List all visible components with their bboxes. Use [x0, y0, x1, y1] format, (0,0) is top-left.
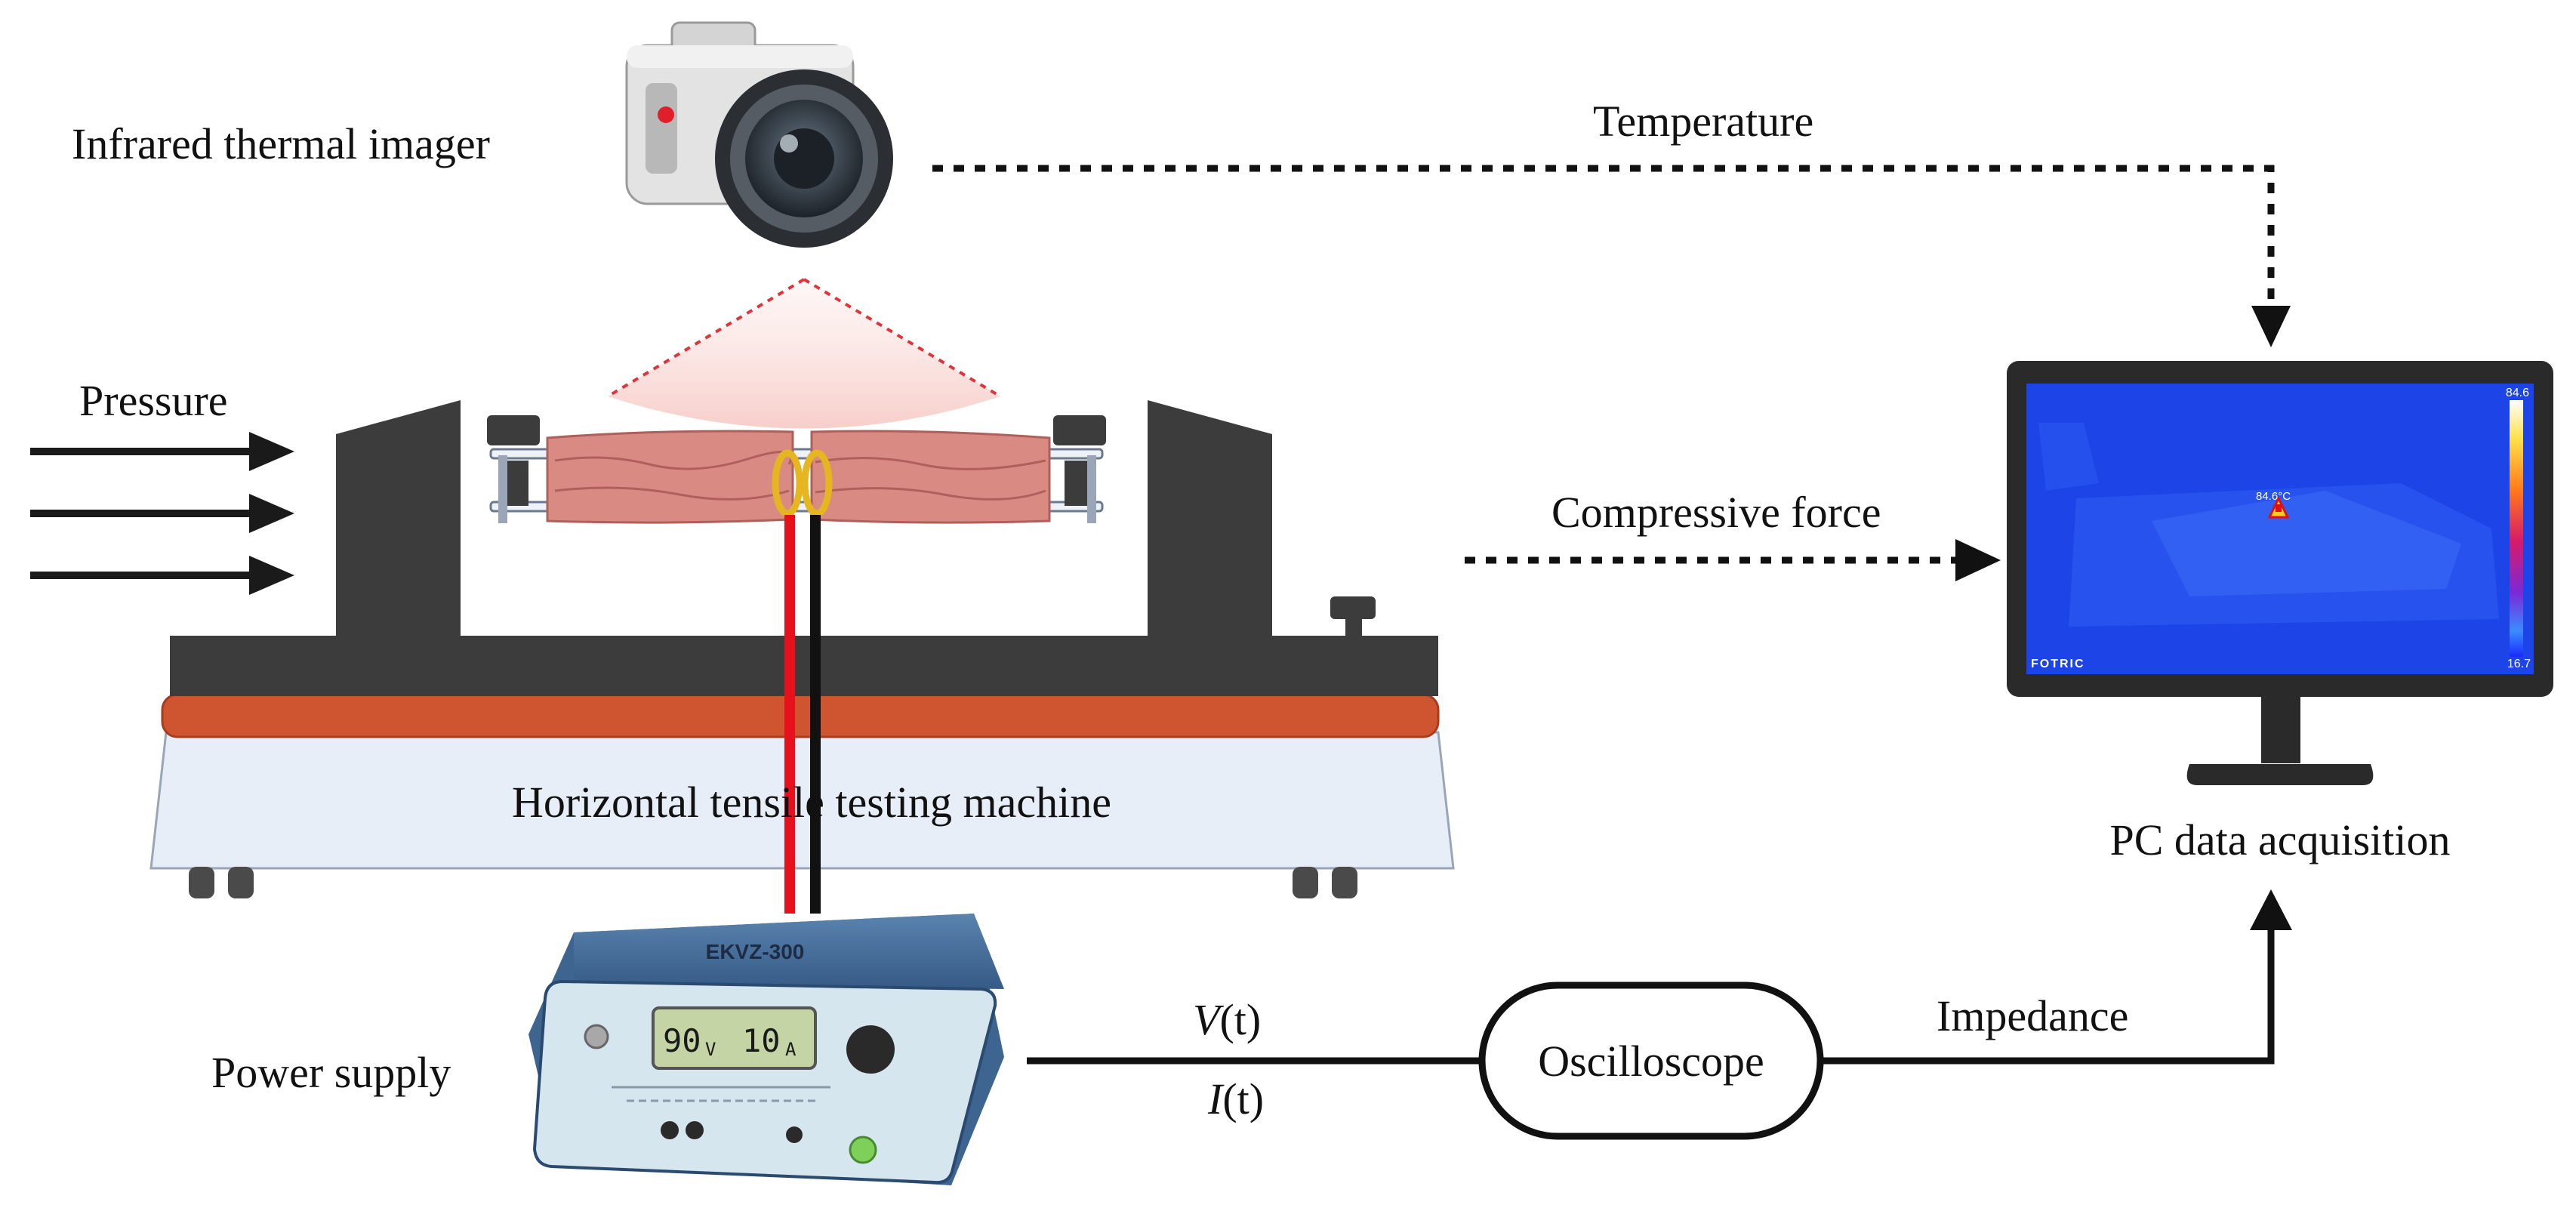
pressure-arrows: Pressure: [30, 376, 294, 595]
scale-min: 16.7: [2507, 658, 2531, 670]
pressure-arrow-icon: [30, 556, 294, 595]
tensile-testing-machine: Horizontal tensile testing machine: [149, 400, 1455, 914]
heat-scale-bar: [2510, 400, 2523, 657]
oscilloscope: Oscilloscope: [1478, 982, 1824, 1140]
machine-rail: [161, 693, 1440, 738]
display-voltage-value: 90: [663, 1022, 701, 1059]
pressure-label: Pressure: [79, 376, 228, 425]
oscilloscope-label: Oscilloscope: [1538, 1037, 1764, 1086]
machine-wheels: [189, 867, 1357, 898]
infrared-thermal-imager: Infrared thermal imager: [72, 21, 1002, 429]
voltage-argument: (t): [1219, 995, 1261, 1044]
tissue-specimen: [546, 430, 1051, 524]
display-current-value: 10: [742, 1022, 781, 1059]
infrared-imager-label: Infrared thermal imager: [72, 119, 490, 168]
monitor-base: [2186, 764, 2374, 785]
camera-icon: [625, 21, 893, 248]
current-variable: I: [1207, 1074, 1225, 1123]
spot-reading: 84.6°C: [2256, 490, 2291, 503]
indicator-light-icon: [584, 1024, 609, 1049]
spot-marker-icon: [2267, 495, 2290, 519]
display-voltage-unit: V: [705, 1039, 716, 1060]
monitor-stand: [2261, 697, 2300, 763]
compressive-force-arrowhead: [1955, 539, 2001, 581]
left-clamp: [336, 400, 461, 696]
power-button-icon[interactable]: [849, 1136, 877, 1164]
output-jack-icon: [686, 1121, 704, 1139]
output-jack-icon: [786, 1126, 803, 1143]
machine-label: Horizontal tensile testing machine: [512, 778, 1111, 827]
dial-knob-icon[interactable]: [846, 1025, 895, 1074]
panel-markings: [612, 1086, 830, 1102]
impedance-label: Impedance: [1937, 991, 2128, 1040]
voltage-current-signal-line: V(t) I(t): [1027, 995, 1482, 1123]
pressure-arrow-icon: [30, 494, 294, 533]
pc-monitor: 84.6°C 84.6 16.7 FOTRIC: [2007, 361, 2553, 785]
electrode-wires: [784, 515, 821, 914]
brand-label: FOTRIC: [2031, 658, 2085, 670]
power-supply-model: EKVZ-300: [706, 940, 805, 963]
temperature-signal-line: Temperature: [932, 97, 2291, 347]
current-label: I(t): [1207, 1074, 1264, 1123]
infrared-view-cone: [606, 278, 1002, 429]
pressure-arrow-icon: [30, 432, 294, 471]
right-clamp: [1148, 400, 1272, 696]
display-current-unit: A: [785, 1039, 797, 1060]
impedance-signal-line: Impedance: [1820, 889, 2292, 1065]
compressive-force-label: Compressive force: [1551, 488, 1881, 537]
machine-knob: [1330, 596, 1376, 642]
power-supply-label: Power supply: [211, 1048, 451, 1097]
pc-data-label: PC data acquisition: [2109, 815, 2450, 864]
power-supply-device: EKVZ-300 90 V 10 A: [528, 914, 1004, 1185]
voltage-variable: V: [1193, 995, 1225, 1044]
temperature-label: Temperature: [1593, 97, 1813, 146]
electrode-icon: [772, 449, 833, 517]
current-argument: (t): [1222, 1074, 1264, 1123]
compressive-force-signal-line: Compressive force: [1465, 488, 2001, 581]
power-supply-display: [652, 1006, 817, 1070]
temperature-arrowhead: [2251, 306, 2291, 347]
impedance-arrowhead: [2250, 889, 2292, 930]
scale-max: 84.6: [2506, 387, 2529, 399]
voltage-label: V(t): [1193, 995, 1261, 1044]
output-jack-icon: [661, 1121, 679, 1139]
